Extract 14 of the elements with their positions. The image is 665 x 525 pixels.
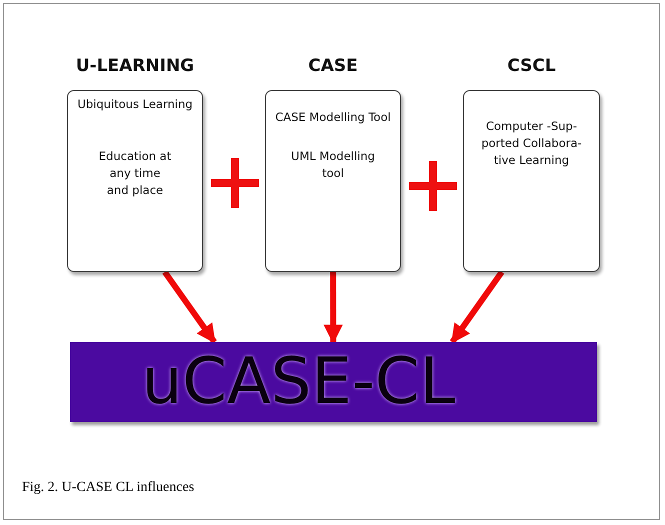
card-text: CASE Modelling Tool bbox=[274, 109, 392, 126]
column-heading: CASE bbox=[307, 56, 359, 76]
arrow bbox=[162, 270, 217, 344]
figure-caption: Fig. 2. U-CASE CL influences bbox=[22, 480, 194, 496]
arrow bbox=[450, 270, 504, 344]
card-text: Education at any time and place bbox=[98, 148, 172, 199]
arrow bbox=[324, 272, 343, 344]
banner-title: uCASE-CL bbox=[142, 345, 456, 419]
card-text: Computer -Sup- ported Collabora- tive Learning bbox=[480, 118, 583, 169]
card-text: UML Modelling tool bbox=[290, 148, 376, 182]
column-heading: CSCL bbox=[506, 56, 557, 76]
column-heading: U-LEARNING bbox=[74, 56, 196, 76]
card-text: Ubiquitous Learning bbox=[76, 96, 194, 113]
title-banner bbox=[70, 342, 597, 422]
